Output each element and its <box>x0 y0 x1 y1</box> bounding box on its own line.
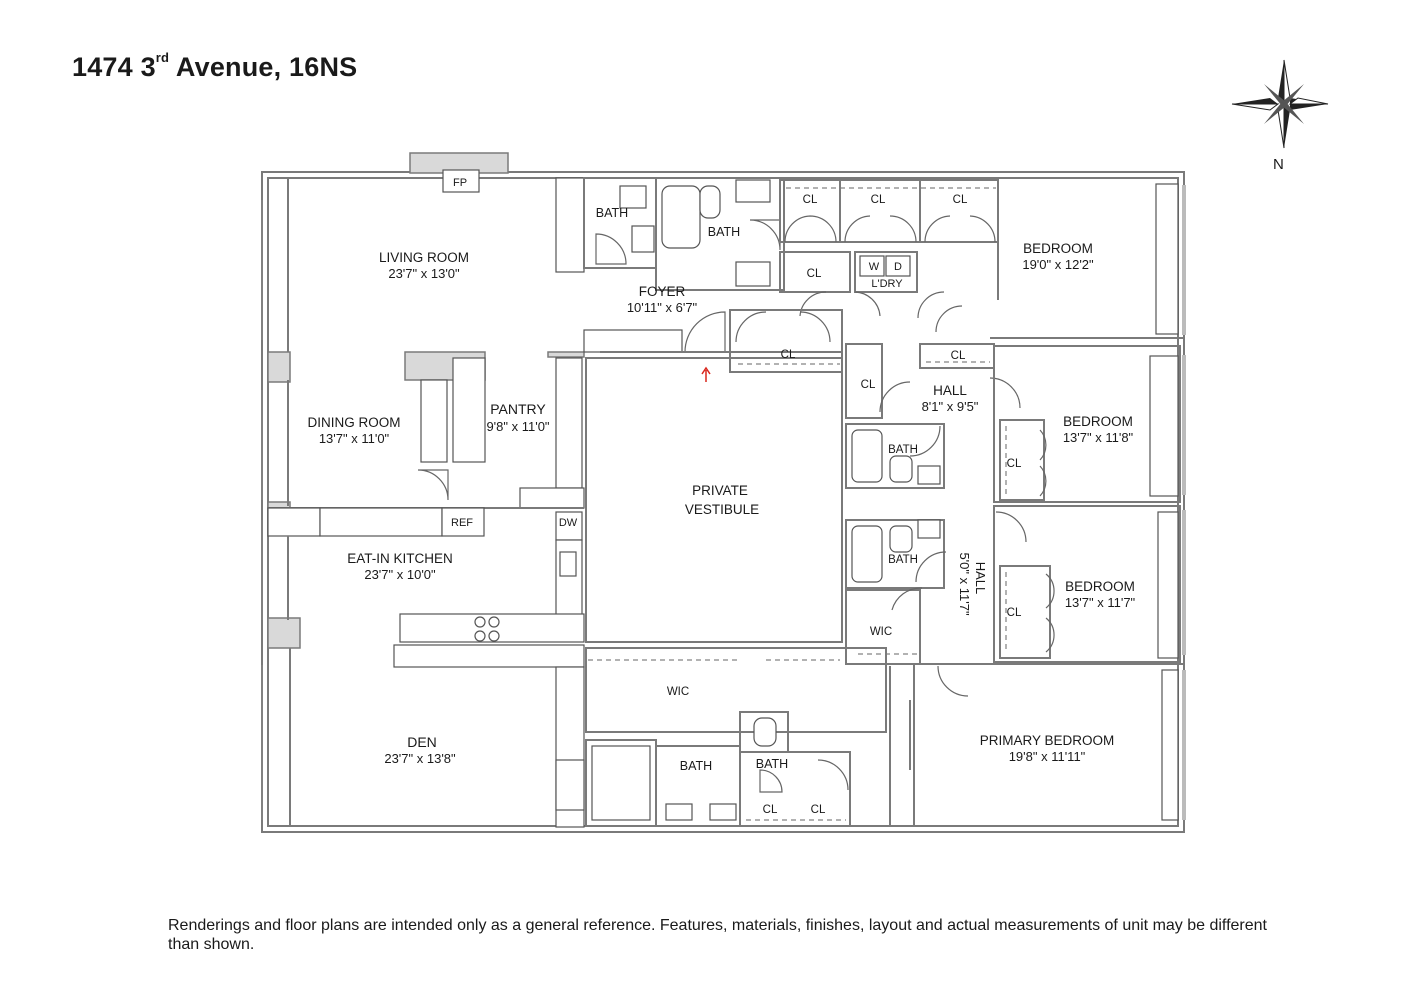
hall1-dims: 8'1" x 9'5" <box>922 399 979 414</box>
bath2-label: BATH <box>708 225 740 239</box>
closet-label-1: CL <box>803 194 818 206</box>
bath6-label: BATH <box>756 757 788 771</box>
bedroom2-dims: 13'7" x 11'8" <box>1063 430 1134 445</box>
pantry-name: PANTRY <box>490 401 546 417</box>
washer-label: W <box>869 261 880 273</box>
vestibule-line1: PRIVATE <box>692 483 748 498</box>
hall2-name: HALL <box>973 562 988 595</box>
laundry-label: L'DRY <box>871 278 903 290</box>
bath4-label: BATH <box>888 554 918 566</box>
disclaimer-text: Renderings and floor plans are intended … <box>168 917 1267 953</box>
dw-label: DW <box>559 517 578 529</box>
bath5-label: BATH <box>680 759 712 773</box>
closet-label-4: CL <box>807 268 822 280</box>
hall1-name: HALL <box>933 383 967 398</box>
bath3-label: BATH <box>888 444 918 456</box>
den-dims: 23'7" x 13'8" <box>384 751 456 766</box>
pantry-dims: 9'8" x 11'0" <box>486 419 549 434</box>
closet-label-7: CL <box>861 379 876 391</box>
wic2-label: WIC <box>667 686 689 698</box>
hall2-dims: 5'0" x 11'7" <box>957 552 972 615</box>
closet-label-10: CL <box>763 804 778 816</box>
wic1-label: WIC <box>870 626 892 638</box>
room-labels: FP LIVING ROOM 23'7" x 13'0" DINING ROOM… <box>308 177 1136 816</box>
bedroom1-name: BEDROOM <box>1023 241 1093 256</box>
closet-label-9: CL <box>1007 607 1022 619</box>
dryer-label: D <box>894 261 902 273</box>
living-room-dims: 23'7" x 13'0" <box>388 266 460 281</box>
dining-room-name: DINING ROOM <box>308 415 401 430</box>
foyer-name: FOYER <box>639 284 686 299</box>
closet-label-8: CL <box>1007 458 1022 470</box>
bedroom1-dims: 19'0" x 12'2" <box>1022 257 1094 272</box>
closet-label-11: CL <box>811 804 826 816</box>
bedroom3-name: BEDROOM <box>1065 579 1135 594</box>
ref-label: REF <box>451 517 473 529</box>
entry-arrow-icon <box>701 366 711 382</box>
primary-bedroom-name: PRIMARY BEDROOM <box>980 733 1115 748</box>
outer-wall <box>261 171 1185 833</box>
closet-label-2: CL <box>871 194 886 206</box>
dining-room-dims: 13'7" x 11'0" <box>319 431 390 446</box>
bedroom3-dims: 13'7" x 11'7" <box>1065 595 1136 610</box>
kitchen-name: EAT-IN KITCHEN <box>347 551 453 566</box>
closet-label-6: CL <box>951 350 966 362</box>
living-room-name: LIVING ROOM <box>379 250 469 265</box>
compass-north-label: N <box>1273 156 1284 173</box>
vestibule-line2: VESTIBULE <box>685 502 759 517</box>
closet-label-5: CL <box>781 349 796 361</box>
bedroom2-name: BEDROOM <box>1063 414 1133 429</box>
den-name: DEN <box>407 734 437 750</box>
closet-label-3: CL <box>953 194 968 206</box>
compass-rose-icon <box>1231 59 1329 149</box>
primary-bedroom-dims: 19'8" x 11'11" <box>1009 749 1086 764</box>
bath1-label: BATH <box>596 206 628 220</box>
fireplace-label: FP <box>453 177 467 189</box>
foyer-dims: 10'11" x 6'7" <box>627 300 698 315</box>
listing-title: 1474 3rd Avenue, 16NS <box>72 50 358 82</box>
kitchen-dims: 23'7" x 10'0" <box>364 567 436 582</box>
